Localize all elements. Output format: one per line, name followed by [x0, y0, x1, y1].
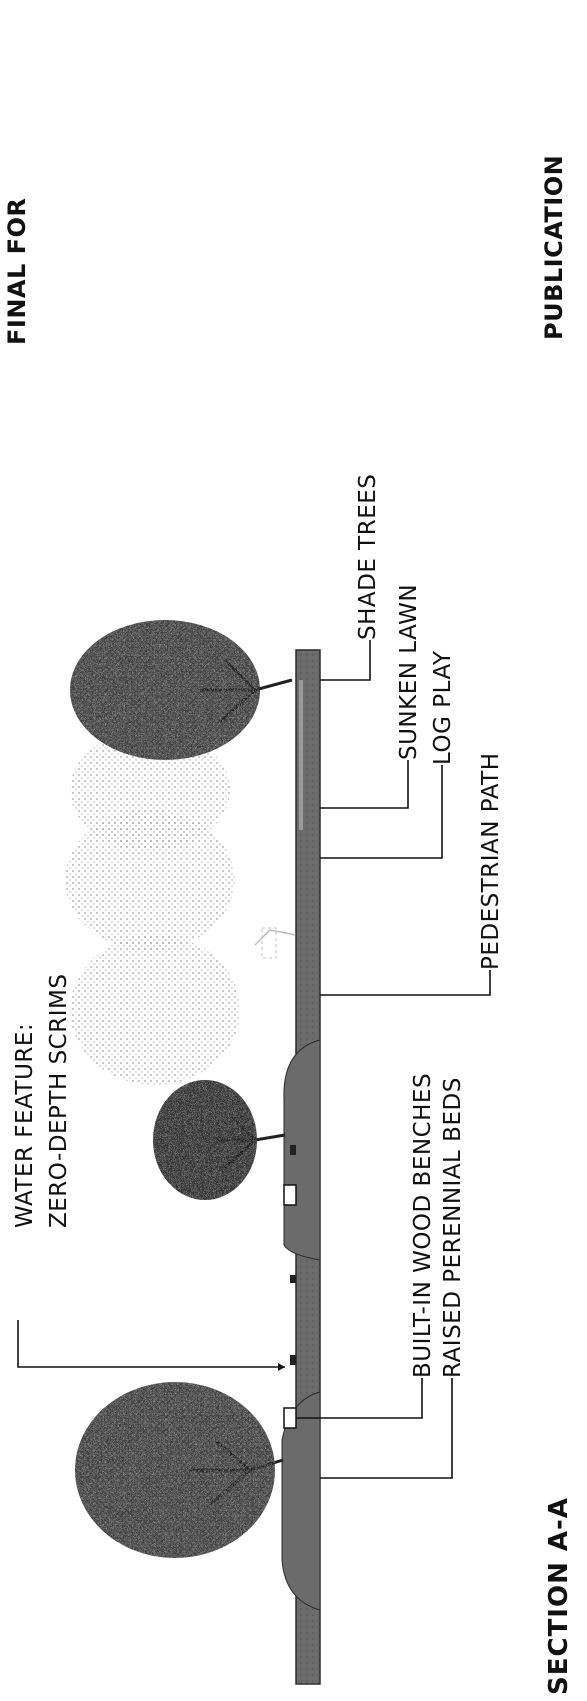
stamp-line-2: PUBLICATION: [540, 154, 568, 340]
label-water-feature-line-2: ZERO-DEPTH SCRIMS: [46, 973, 72, 1228]
section-title: SECTION A-A: [544, 1497, 574, 1695]
label-water-feature-line-1: WATER FEATURE:: [12, 1022, 38, 1228]
label-built-in-wood-benches: BUILT-IN WOOD BENCHES: [410, 1072, 436, 1378]
shade-tree-top: [70, 620, 293, 760]
ghost-trees: [65, 730, 297, 1085]
stamp-line-1: FINAL FOR: [3, 197, 31, 345]
label-sunken-lawn: SUNKEN LAWN: [396, 583, 422, 760]
shade-tree-bottom: [75, 1382, 284, 1558]
label-raised-perennial-beds: RAISED PERENNIAL BEDS: [440, 1077, 466, 1378]
label-pedestrian-path: PEDESTRIAN PATH: [478, 752, 504, 971]
ground-section: [281, 649, 321, 1685]
label-log-play: LOG PLAY: [430, 650, 456, 765]
shade-tree-middle: [153, 1080, 286, 1200]
label-shade-trees: SHADE TREES: [355, 473, 381, 640]
leader-lines: [17, 640, 491, 1479]
